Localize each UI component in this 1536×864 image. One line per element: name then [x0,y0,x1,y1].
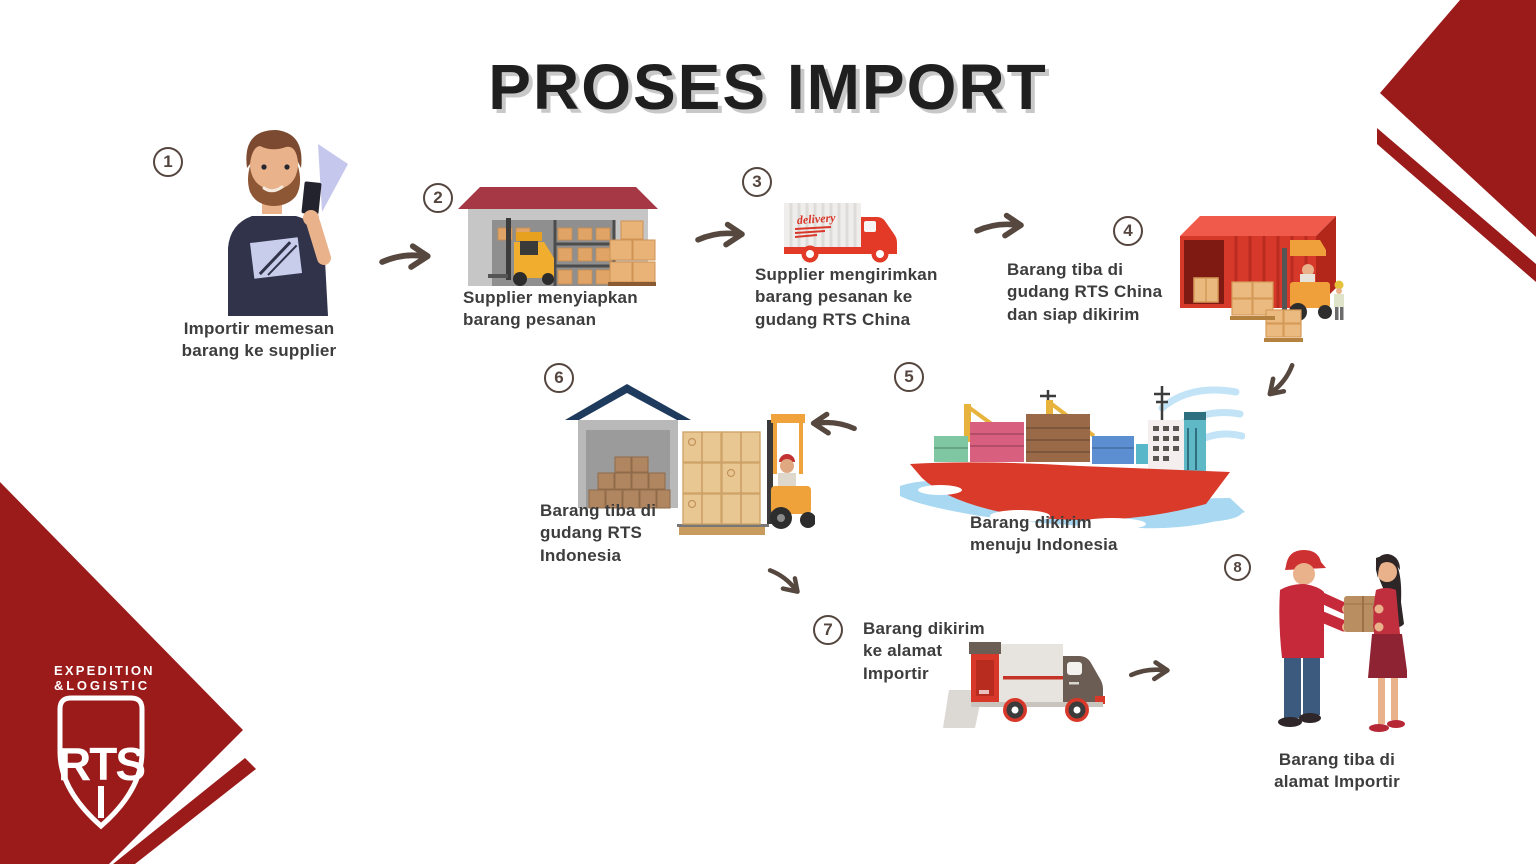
indonesia-warehouse-unloading-icon [565,384,815,535]
step-2-number-badge: 2 [423,183,453,213]
step-2-caption: Supplier menyiapkan barang pesanan [463,288,638,330]
step-1-caption: Importir memesan barang ke supplier [181,319,337,361]
arrow-step1-step2-icon [379,243,431,270]
package-handover-icon [1278,550,1407,732]
step-5-number-badge: 5 [894,362,924,392]
step-4-caption: Barang tiba di gudang RTS China dan siap… [1007,260,1163,324]
step-5-caption: Barang dikirim menuju Indonesia [970,513,1118,555]
arrow-step4-step5-icon [1267,362,1295,397]
truck-delivery-label: delivery [796,210,836,227]
arrow-step6-step7-icon [767,568,800,594]
arrow-step7-step8-icon [1128,660,1170,682]
logo-tagline-line2: &LOGISTIC [54,678,150,693]
logo-tagline: EXPEDITION &LOGISTIC [54,663,155,693]
man-ordering-by-phone-icon [228,130,348,316]
cargo-ship-icon [900,386,1245,530]
step-7-caption: Barang dikirim ke alamat Importir [863,619,985,683]
logo-monogram: RTS [58,738,144,790]
step-8-caption: Barang tiba di alamat Importir [1274,750,1400,792]
delivery-van-icon [943,642,1105,728]
step-7-number-badge: 7 [813,615,843,645]
step-4-number-badge: 4 [1113,216,1143,246]
page-title: PROSES IMPORT [488,51,1048,123]
logo-tagline-line1: EXPEDITION [54,663,155,678]
step-6-number-badge: 6 [544,363,574,393]
arrow-step2-step3-icon [695,221,745,248]
step-3-caption: Supplier mengirimkan barang pesanan ke g… [755,265,938,329]
arrow-step5-step6-icon [810,411,857,436]
step-8-number-badge: 8 [1224,554,1251,581]
arrow-step3-step4-icon [974,212,1024,239]
rts-shield-logo-icon: RTS [57,695,146,830]
supplier-warehouse-forklift-icon [458,187,658,286]
step-1-number-badge: 1 [153,147,183,177]
step-3-number-badge: 3 [742,167,772,197]
delivery-truck-icon: delivery [784,203,897,263]
container-loading-icon [1180,216,1344,342]
step-6-caption: Barang tiba di gudang RTS Indonesia [540,501,657,565]
